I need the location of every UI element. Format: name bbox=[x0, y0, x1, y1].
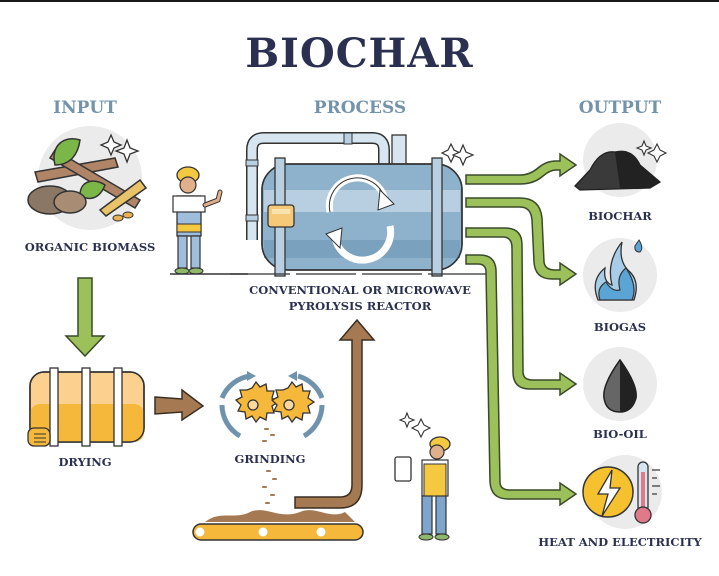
reactor-label-line1: CONVENTIONAL OR MICROWAVE bbox=[249, 283, 471, 297]
arrow-to-biogas bbox=[465, 197, 578, 287]
column-heading-output: OUTPUT bbox=[578, 98, 662, 118]
oil-drop-icon bbox=[583, 347, 657, 421]
conveyor-belt-icon bbox=[192, 510, 364, 541]
flame-icon bbox=[583, 238, 657, 312]
worker-thumbs-up-icon bbox=[170, 166, 248, 275]
arrow-to-bio-oil bbox=[465, 227, 578, 397]
arrow-to-heat-electricity bbox=[465, 254, 578, 507]
column-heading-input: INPUT bbox=[53, 98, 117, 118]
step-label-grinding: GRINDING bbox=[234, 452, 306, 466]
reactor-label-line2: PYROLYSIS REACTOR bbox=[288, 299, 432, 313]
dryer-drum-icon bbox=[27, 367, 145, 447]
charcoal-pile-icon bbox=[574, 123, 668, 197]
output-label-bio-oil: BIO-OIL bbox=[593, 427, 647, 441]
arrow-down-to-drying bbox=[64, 277, 106, 358]
pyrolysis-reactor-icon bbox=[230, 132, 490, 277]
lightning-thermometer-icon bbox=[582, 455, 662, 529]
arrow-to-biochar bbox=[465, 152, 578, 185]
output-label-heat-electricity: HEAT AND ELECTRICITY bbox=[538, 535, 702, 549]
worker-clipboard-icon bbox=[394, 411, 451, 541]
organic-biomass-icon bbox=[27, 126, 148, 230]
output-label-biogas: BIOGAS bbox=[593, 320, 647, 334]
step-label-drying: DRYING bbox=[58, 455, 112, 469]
page-title: BIOCHAR bbox=[245, 30, 474, 77]
arrow-conveyor-to-reactor bbox=[294, 318, 376, 509]
input-label: ORGANIC BIOMASS bbox=[24, 240, 156, 254]
grinding-gears-icon bbox=[219, 371, 325, 504]
top-border bbox=[0, 0, 719, 2]
output-label-biochar: BIOCHAR bbox=[588, 209, 652, 223]
column-heading-process: PROCESS bbox=[313, 98, 407, 118]
arrow-drying-to-grinding bbox=[154, 388, 205, 422]
